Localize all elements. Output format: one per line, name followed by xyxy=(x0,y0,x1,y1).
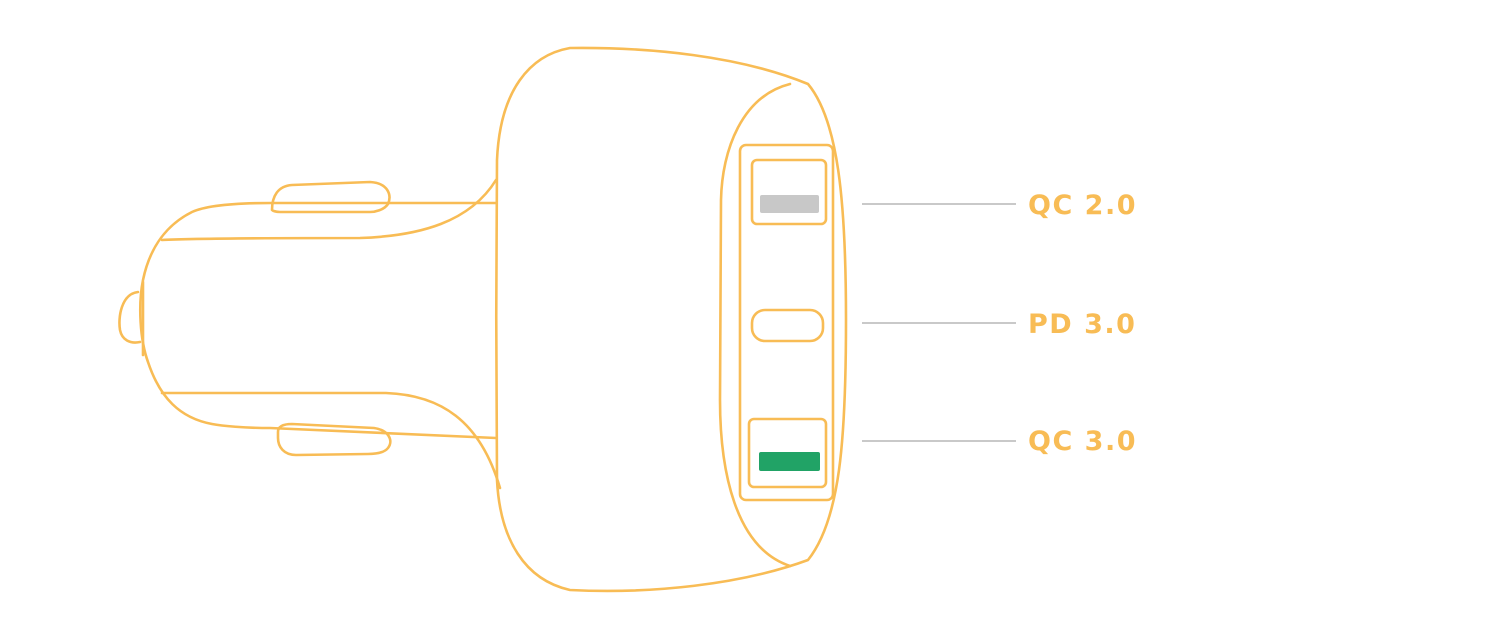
plug-barrel xyxy=(138,201,498,440)
usb-a-port-bottom xyxy=(747,417,828,489)
plug-tip-contact xyxy=(118,290,142,344)
plug-barrel-bottom-edge xyxy=(160,391,502,490)
top-spring-contact xyxy=(270,180,391,214)
port-frame xyxy=(738,143,835,502)
usb-a-port-top xyxy=(750,158,828,226)
qc3-port-tongue xyxy=(759,452,820,471)
qc2-port-tongue xyxy=(760,195,819,213)
bottom-spring-contact xyxy=(276,422,392,457)
usb-c-port xyxy=(750,308,825,343)
label-qc2: QC 2.0 xyxy=(1028,190,1137,221)
label-pd3: PD 3.0 xyxy=(1028,309,1136,340)
label-qc3: QC 3.0 xyxy=(1028,426,1137,457)
charger-face-panel xyxy=(718,82,792,568)
plug-barrel-top-edge xyxy=(160,178,498,242)
charger-head xyxy=(494,46,848,593)
